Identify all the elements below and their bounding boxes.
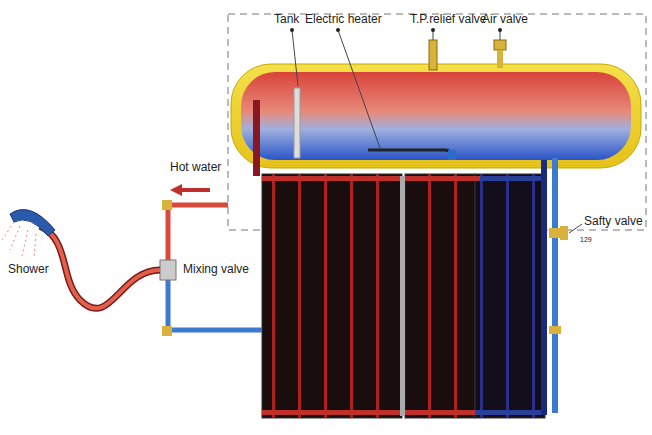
- part-label: Shower: [8, 262, 49, 276]
- part-label: Tank: [274, 12, 299, 26]
- part-label: Hot water: [170, 160, 221, 174]
- part-label: Safty valve: [584, 214, 643, 228]
- part-label: T.P.relief valve: [410, 12, 486, 26]
- part-label: Mixing valve: [183, 262, 249, 276]
- part-label: 129: [580, 233, 592, 247]
- part-label: Electric heater: [305, 12, 382, 26]
- part-label: Air valve: [482, 12, 528, 26]
